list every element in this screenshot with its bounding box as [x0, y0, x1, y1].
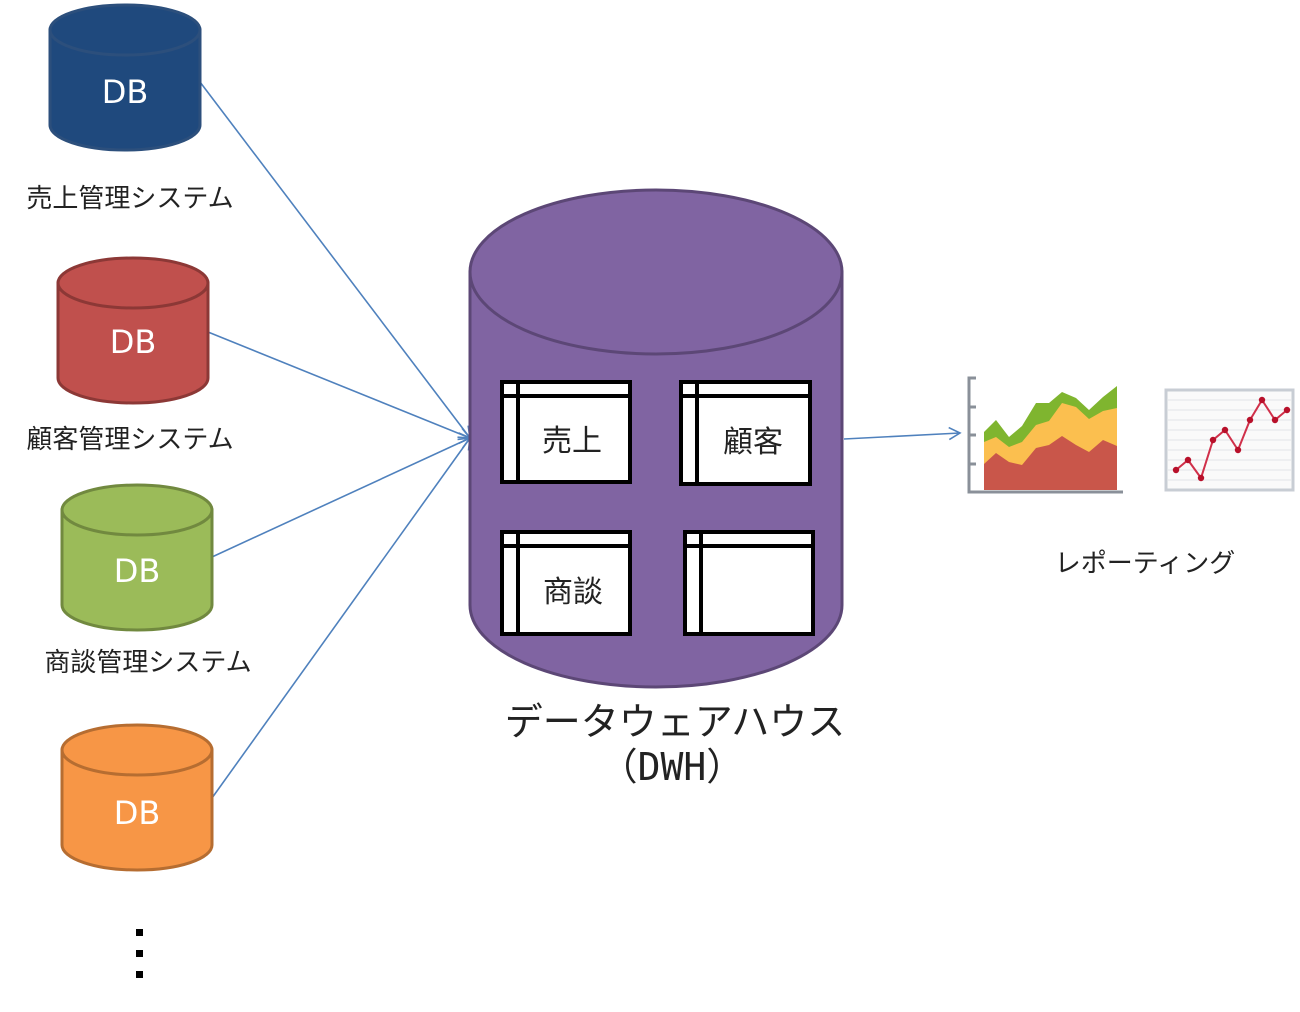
system-label-customer: 顧客管理システム [26, 425, 233, 455]
more-sources-indicator [136, 929, 143, 978]
db-cylinder-top [48, 3, 202, 57]
dwh-table-deals[interactable]: 商談 [500, 530, 632, 636]
line-chart-icon [1164, 388, 1295, 492]
dwh-subtitle: （DWH） [600, 745, 745, 789]
db-label: DB [114, 552, 161, 590]
dwh-title: データウェアハウス [505, 700, 845, 744]
table-label: 売上 [542, 424, 602, 459]
db-cylinder-body [56, 281, 210, 405]
db-cylinder-top [60, 483, 214, 537]
reporting-label: レポーティング [1055, 549, 1235, 579]
table-label: 顧客 [723, 425, 783, 460]
arrow-deals-to-dwh [211, 436, 472, 558]
db-cylinder-top [56, 256, 210, 310]
db-cylinder-body [48, 28, 202, 152]
db-cylinder-top [60, 723, 214, 777]
db-label: DB [102, 73, 149, 111]
dwh-table-customer[interactable]: 顧客 [679, 380, 812, 486]
source-db-customer[interactable]: DB [56, 256, 210, 405]
arrow-sales-to-dwh [199, 81, 472, 440]
dwh-table-sales[interactable]: 売上 [500, 380, 632, 484]
dwh-table-empty[interactable] [683, 530, 815, 636]
db-cylinder-body [60, 748, 214, 872]
source-db-sales[interactable]: DB [48, 3, 202, 152]
source-db-deals[interactable]: DB [60, 483, 214, 632]
source-db-other[interactable]: DB [60, 723, 214, 872]
arrow-customer-to-dwh [207, 331, 472, 441]
db-cylinder-body [60, 508, 214, 632]
source-arrows [199, 81, 472, 799]
table-label: 商談 [543, 575, 603, 610]
dwh-cylinder-top [468, 188, 844, 356]
stacked-area-chart-icon [967, 376, 1123, 494]
db-label: DB [114, 794, 161, 832]
db-label: DB [110, 323, 157, 361]
system-label-deals: 商談管理システム [44, 648, 251, 678]
arrow-other-to-dwh [211, 436, 471, 799]
arrow-dwh-to-reporting [843, 426, 962, 441]
system-label-sales: 売上管理システム [26, 184, 233, 214]
